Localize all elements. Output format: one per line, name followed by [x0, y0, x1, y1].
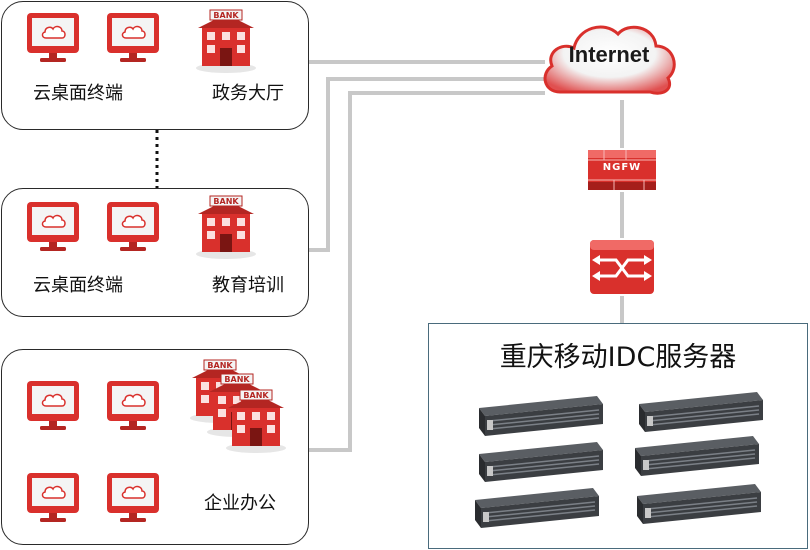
- cloud-desktop-terminal-icon: [104, 10, 162, 64]
- building-label: 政务大厅: [212, 83, 284, 104]
- idc-title: 重庆移动IDC服务器: [499, 342, 737, 373]
- internet-cloud: Internet: [538, 16, 680, 102]
- firewall-icon: [588, 150, 656, 190]
- terminal-label: 云桌面终端: [33, 275, 123, 296]
- cloud-desktop-terminal-icon: [24, 470, 82, 524]
- cloud-desktop-terminal-icon: [24, 10, 82, 64]
- rack-server-icon: [633, 390, 765, 434]
- firewall-device: NGFW: [586, 146, 658, 194]
- idc-server-group: 重庆移动IDC服务器: [428, 323, 808, 549]
- terminal-label: 云桌面终端: [33, 83, 123, 104]
- rack-server-icon: [631, 482, 763, 526]
- rack-server-icon: [473, 440, 605, 484]
- cloud-desktop-terminal-icon: [24, 199, 82, 253]
- switch-router-icon: [590, 240, 654, 294]
- cloud-desktop-terminal-icon: [104, 378, 162, 432]
- cloud-desktop-terminal-icon: [104, 470, 162, 524]
- cloud-desktop-terminal-icon: [104, 199, 162, 253]
- link-site3-internet: [308, 91, 545, 452]
- rack-server-icon: [629, 434, 761, 478]
- cloud-desktop-terminal-icon: [24, 378, 82, 432]
- cloud-icon: [543, 25, 676, 95]
- bank-building-icon: [192, 8, 258, 74]
- firewall-label: NGFW: [602, 162, 642, 173]
- building-label: 教育培训: [212, 275, 284, 296]
- link-site2-internet: [308, 77, 545, 252]
- bank-building-icon: [222, 388, 288, 454]
- core-switch-device: [586, 236, 658, 298]
- building-label: 企业办公: [204, 493, 276, 514]
- internet-label: Internet: [568, 42, 650, 67]
- rack-server-icon: [469, 486, 601, 530]
- bank-building-icon: [192, 194, 258, 260]
- rack-server-icon: [473, 394, 605, 438]
